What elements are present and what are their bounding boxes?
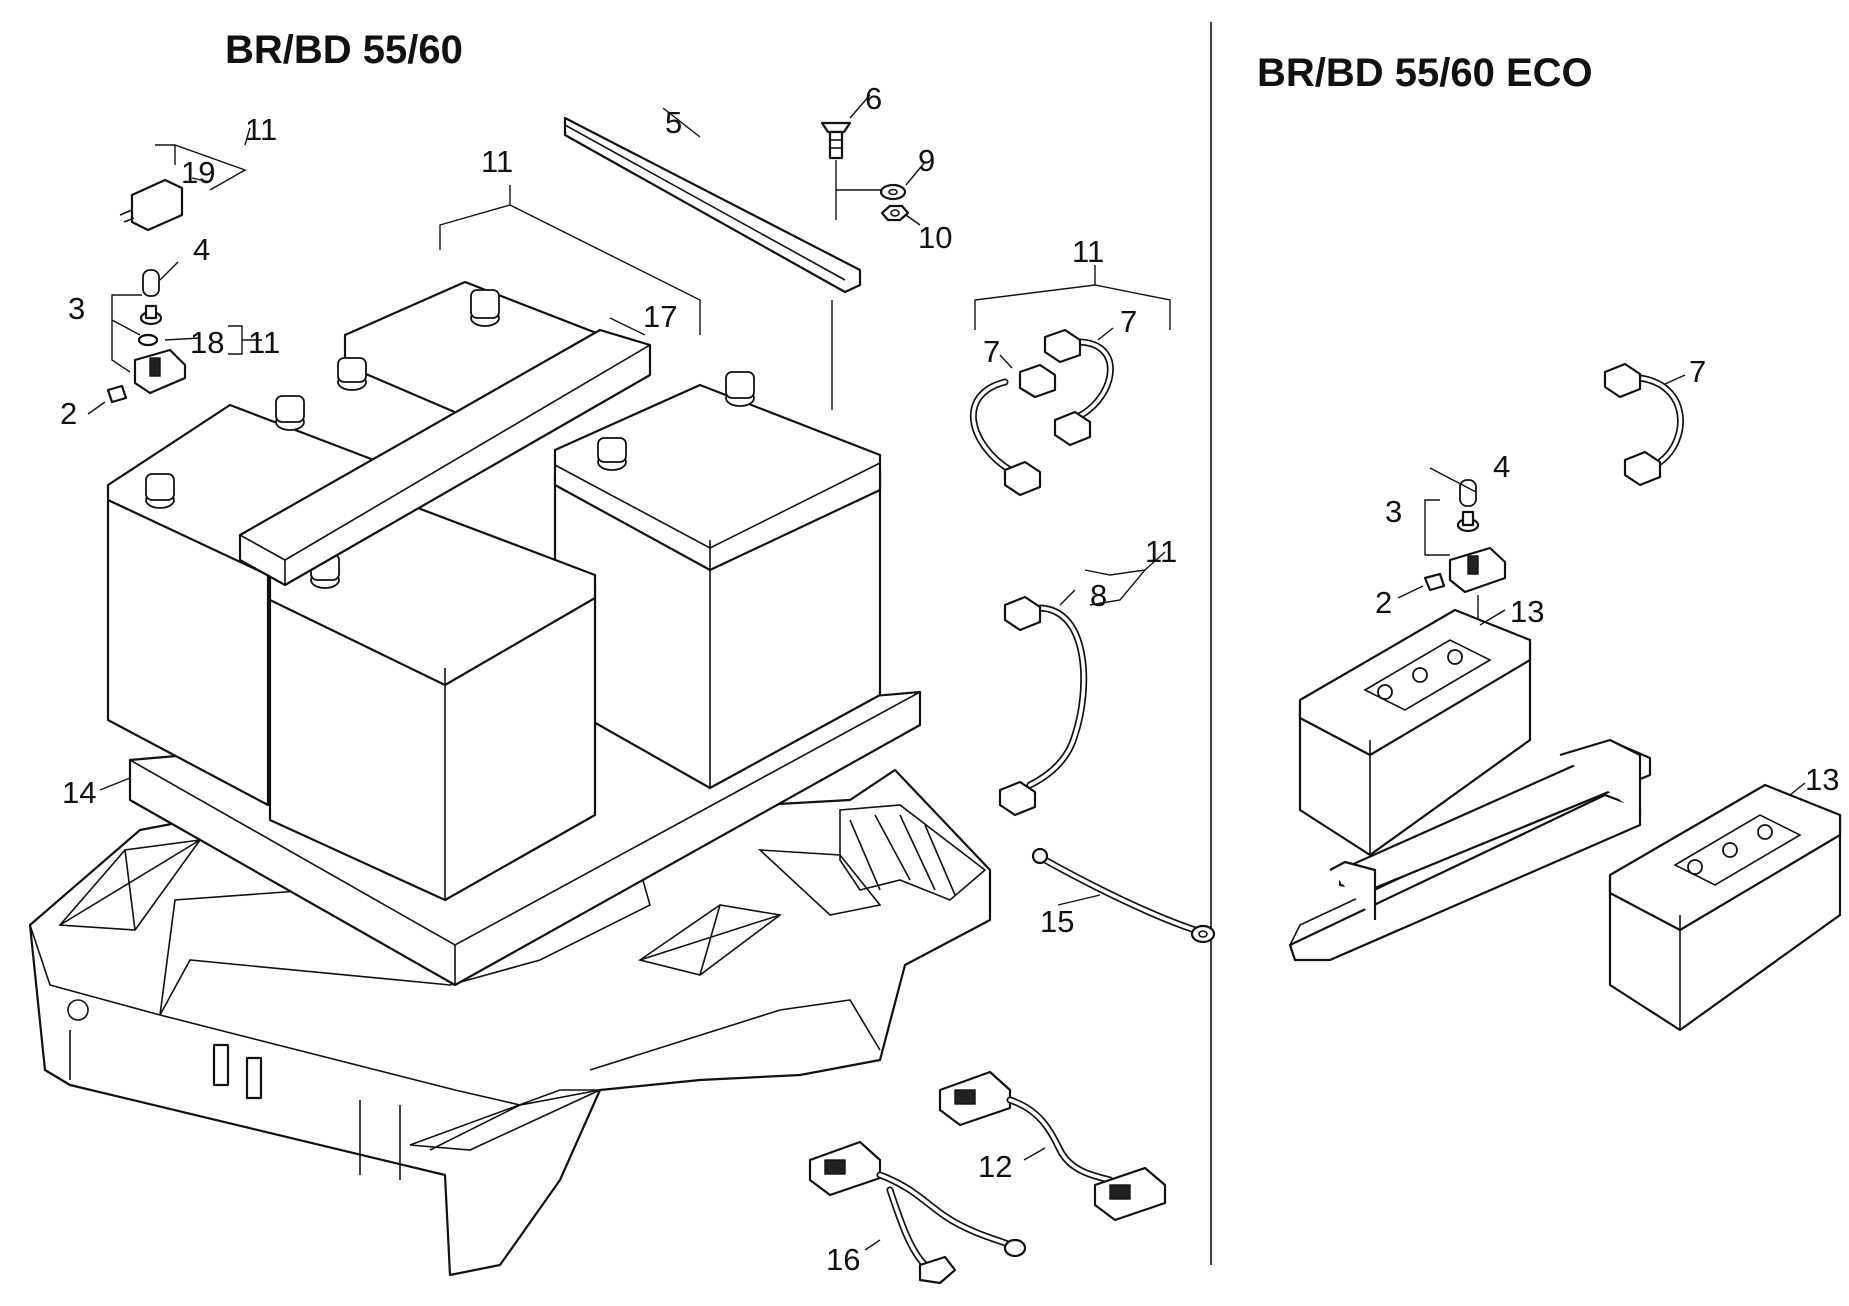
callout-3-left: 3 xyxy=(68,291,85,326)
callout-6: 6 xyxy=(865,81,882,116)
callout-2-left: 2 xyxy=(60,396,77,431)
battery-front-center xyxy=(268,503,597,902)
callout-7-a: 7 xyxy=(983,334,1000,369)
callout-13-upper: 13 xyxy=(1510,594,1544,629)
long-connector-cable xyxy=(998,595,1088,817)
terminal-cap xyxy=(142,269,160,297)
eco-bracket-3 xyxy=(1424,499,1450,556)
callout-7-eco: 7 xyxy=(1689,354,1706,389)
battery-hold-down-bar xyxy=(238,328,652,587)
callout-14: 14 xyxy=(62,775,96,810)
eco-terminal-screw xyxy=(1456,510,1480,533)
bracket-bar xyxy=(563,116,862,294)
callout-4-left: 4 xyxy=(193,232,210,267)
terminal-clip xyxy=(106,384,128,404)
washer xyxy=(879,183,907,201)
eco-battery-rail-frame xyxy=(1288,738,1652,962)
battery-rear-right xyxy=(553,371,882,790)
callout-18: 18 xyxy=(190,325,224,360)
callout-19: 19 xyxy=(181,155,215,190)
eco-terminal-clamp xyxy=(1448,546,1507,594)
terminal-clamp xyxy=(133,348,187,395)
callout-4-eco: 4 xyxy=(1493,449,1510,484)
eco-battery-lower xyxy=(1608,783,1842,1032)
callout-13-lower: 13 xyxy=(1805,762,1839,797)
callout-11-cables: 11 xyxy=(1072,234,1104,269)
callout-2-eco: 2 xyxy=(1375,585,1392,620)
terminal-washer xyxy=(137,333,159,347)
terminal-cover xyxy=(119,178,184,232)
callout-5: 5 xyxy=(665,105,682,140)
title-br-bd-55-60-eco: BR/BD 55/60 ECO xyxy=(1257,51,1593,95)
chassis-frame xyxy=(28,768,992,1277)
callout-3-eco: 3 xyxy=(1385,494,1402,529)
callout-17: 17 xyxy=(643,299,677,334)
callout-15: 15 xyxy=(1040,904,1074,939)
bolt-leader xyxy=(835,160,883,220)
callout-11-cable8: 11 xyxy=(1145,534,1177,569)
charger-plug-harness xyxy=(938,1070,1167,1222)
eco-battery-upper xyxy=(1298,608,1532,857)
battery-connector-cable-pair xyxy=(969,328,1114,497)
callout-8: 8 xyxy=(1090,578,1107,613)
terminal-screw xyxy=(139,304,163,326)
callout-9: 9 xyxy=(918,143,935,178)
callout-11-batteries: 11 xyxy=(481,144,513,179)
leader-lines xyxy=(87,94,1806,1251)
callout-7-b: 7 xyxy=(1120,304,1137,339)
nut xyxy=(880,204,910,222)
eco-terminal-cap xyxy=(1459,479,1477,507)
callout-11-clamp: 11 xyxy=(248,325,280,360)
callout-12: 12 xyxy=(978,1149,1012,1184)
callout-16: 16 xyxy=(826,1242,860,1277)
title-br-bd-55-60: BR/BD 55/60 xyxy=(225,28,463,72)
ground-cable xyxy=(1031,847,1216,944)
bolt xyxy=(820,121,852,160)
eco-terminal-clip xyxy=(1423,572,1446,592)
eco-connector-cable xyxy=(1603,362,1684,487)
callout-11-cover: 11 xyxy=(245,112,277,147)
charger-cable-harness xyxy=(808,1140,1027,1285)
callout-10: 10 xyxy=(918,220,952,255)
